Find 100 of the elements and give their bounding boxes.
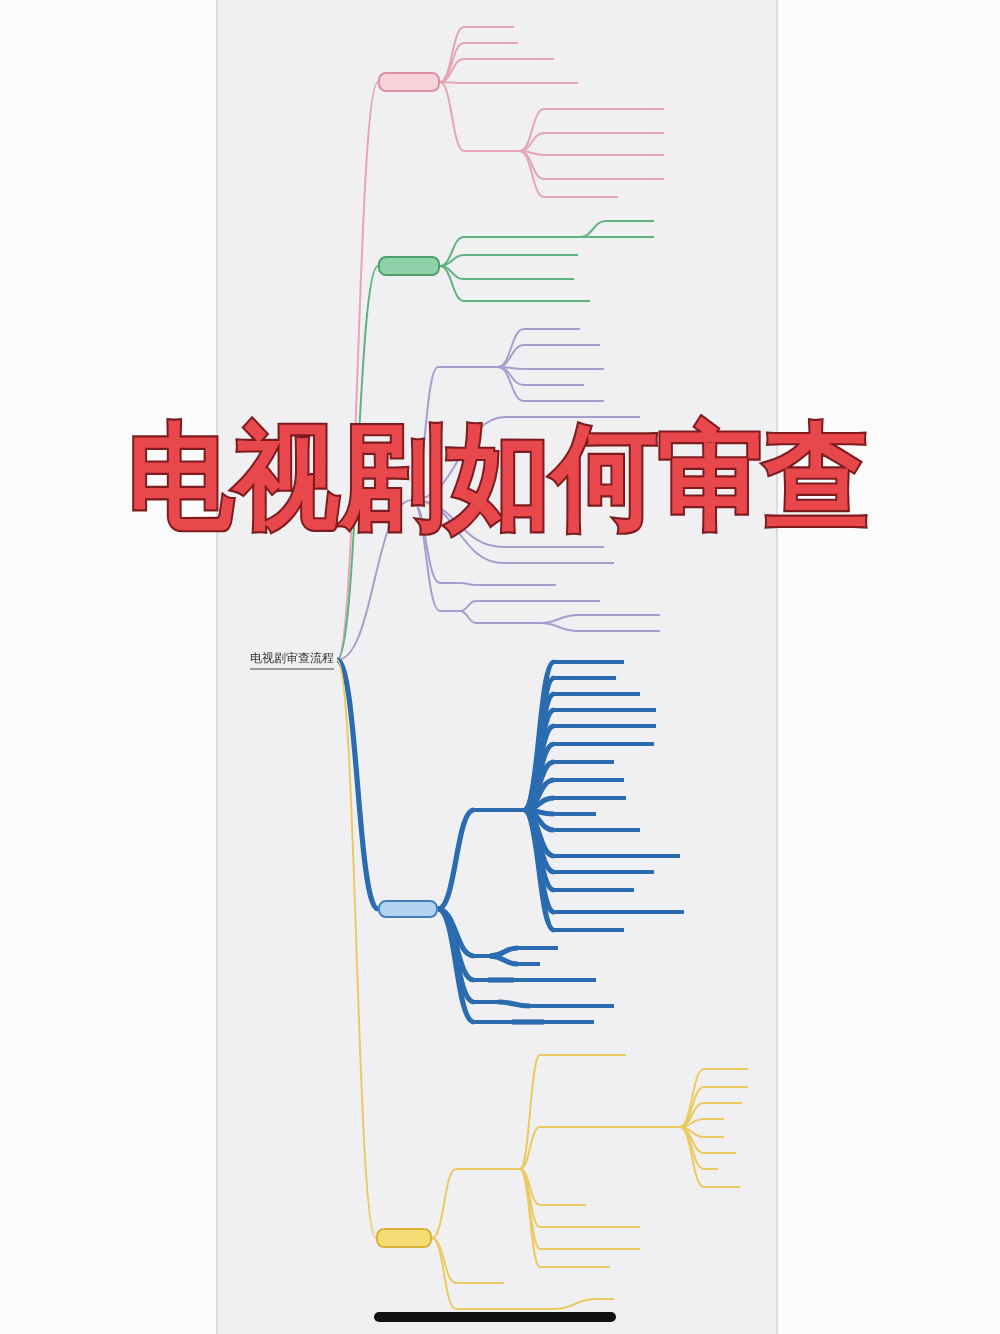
topic-underline	[504, 546, 604, 548]
connector-line	[336, 659, 377, 1239]
connector-line	[519, 1054, 541, 1170]
topic-box	[376, 1228, 432, 1248]
topic-underline	[474, 1020, 512, 1024]
connector-line	[459, 582, 477, 586]
topic-underline	[440, 610, 460, 612]
topic-underline	[464, 254, 578, 256]
topic-underline	[554, 760, 614, 764]
connector-line	[679, 1126, 705, 1154]
topic-underline	[554, 828, 640, 832]
topic-underline	[524, 368, 604, 370]
connector-line	[519, 150, 545, 180]
topic-underline	[518, 962, 540, 966]
topic-underline	[476, 622, 540, 624]
topic-underline	[704, 1102, 742, 1104]
topic-underline	[540, 1204, 586, 1206]
connector-line	[522, 807, 556, 893]
topic-underline	[504, 562, 614, 564]
topic-underline	[474, 808, 524, 812]
topic-underline	[544, 1020, 594, 1024]
connector-line	[679, 1068, 705, 1128]
connector-line	[519, 108, 545, 152]
topic-underline	[464, 58, 554, 60]
connector-line	[459, 600, 477, 612]
topic-underline	[704, 1168, 718, 1170]
topic-underline	[514, 978, 596, 982]
topic-underline	[554, 660, 624, 664]
topic-underline	[704, 1086, 748, 1088]
connector-line	[553, 1298, 597, 1310]
connector-line	[431, 1237, 457, 1310]
topic-underline	[540, 1266, 610, 1268]
topic-underline	[554, 676, 616, 680]
connector-line	[497, 366, 525, 402]
connector-line	[439, 26, 465, 83]
topic-underline	[554, 870, 654, 874]
topic-underline	[554, 888, 634, 892]
topic-underline	[554, 796, 626, 800]
connector-line	[579, 236, 607, 238]
connector-line	[489, 945, 519, 959]
topic-underline	[606, 220, 654, 222]
connector-line	[436, 807, 476, 912]
connector-line	[519, 150, 545, 156]
topic-underline	[464, 150, 520, 152]
topic-underline	[554, 854, 680, 858]
topic-underline	[554, 910, 684, 914]
connector-line	[497, 328, 525, 368]
topic-underline	[524, 344, 600, 346]
connector-line	[488, 977, 514, 983]
topic-underline	[464, 26, 514, 28]
connector-line	[679, 1126, 705, 1138]
connector-line	[519, 1168, 541, 1206]
topic-underline	[530, 1004, 614, 1008]
connector-line	[497, 999, 531, 1009]
topic-underline	[456, 1168, 476, 1170]
topic-underline	[544, 196, 618, 198]
topic-underline	[456, 1308, 554, 1310]
topic-underline	[704, 1118, 724, 1120]
topic-underline	[554, 742, 654, 746]
topic-underline	[474, 1000, 498, 1004]
topic-underline	[554, 928, 624, 932]
topic-underline	[554, 778, 624, 782]
topic-underline	[540, 1248, 640, 1250]
topic-underline	[464, 42, 518, 44]
topic-underline	[474, 978, 488, 982]
topic-underline	[578, 630, 660, 632]
topic-box	[378, 900, 438, 918]
topic-underline	[606, 236, 654, 238]
topic-underline	[504, 1168, 520, 1170]
connector-line	[336, 499, 413, 661]
topic-underline	[464, 278, 574, 280]
connector-line	[335, 658, 380, 911]
topic-underline	[544, 108, 664, 110]
topic-underline	[474, 954, 490, 958]
topic-underline	[456, 1282, 504, 1284]
connector-line	[497, 344, 525, 368]
topic-underline	[518, 946, 558, 950]
topic-underline	[540, 1226, 640, 1228]
connector-line	[439, 265, 465, 302]
topic-underline	[524, 328, 580, 330]
connector-line	[679, 1086, 705, 1128]
connector-line	[519, 150, 545, 198]
connector-line	[519, 1168, 541, 1228]
topic-underline	[554, 692, 640, 696]
topic-underline	[540, 1054, 626, 1056]
topic-underline	[580, 600, 600, 602]
topic-underline	[704, 1136, 724, 1138]
topic-box	[378, 72, 440, 92]
topic-underline	[524, 400, 604, 402]
connector-line	[579, 220, 607, 238]
topic-underline	[704, 1152, 736, 1154]
connector-line	[519, 132, 545, 152]
connector-line	[436, 906, 476, 1025]
topic-underline	[438, 366, 498, 368]
connector-line	[535, 600, 581, 602]
connector-line	[539, 622, 579, 632]
connector-line	[639, 1126, 665, 1128]
connector-line	[512, 1019, 544, 1025]
connector-line	[679, 1118, 705, 1128]
topic-underline	[524, 384, 584, 386]
